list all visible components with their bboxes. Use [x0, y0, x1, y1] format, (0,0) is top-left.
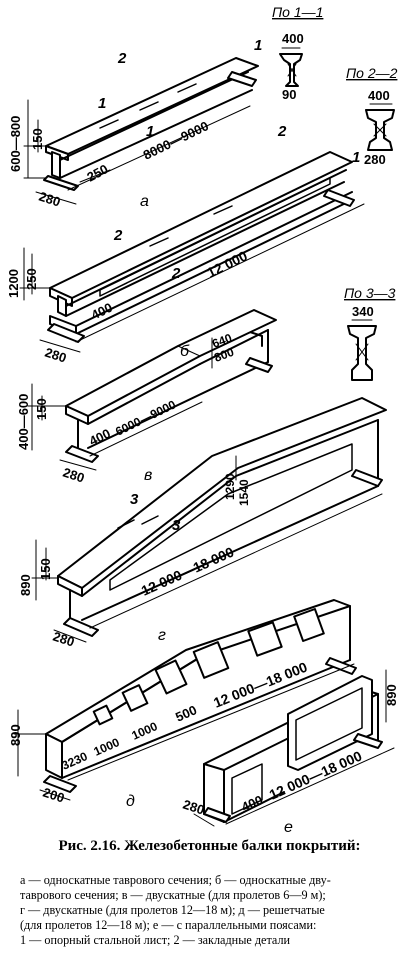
dim-g-mid2: 1540: [237, 479, 251, 506]
label-b: б: [180, 343, 190, 360]
legend-line: г — двускатные (для пролетов 12—18 м); д…: [20, 903, 325, 917]
beam-v-dimensions: [27, 337, 213, 471]
beam-b: [47, 151, 355, 347]
section-1-1-bottom: 90: [282, 87, 296, 102]
dim-v-width: 400: [87, 426, 113, 449]
dim-v-mid2: 800: [212, 345, 236, 365]
dim-g-height: 890: [18, 574, 33, 596]
marker-2: 2: [117, 50, 127, 67]
marker-2: 2: [277, 123, 287, 140]
dim-e-base: 280: [181, 797, 206, 818]
dim-v-height: 400—600: [16, 394, 31, 450]
dim-a-flange: 150: [30, 128, 45, 150]
marker-3: 3: [130, 491, 139, 508]
dim-v-base: 280: [61, 465, 86, 486]
dim-d-height: 890: [8, 724, 23, 746]
label-g: г: [158, 627, 166, 644]
beam-g: [57, 397, 387, 637]
section-1-1: [279, 47, 303, 87]
legend-line: таврового сечения; в — двускатные (для п…: [20, 888, 326, 902]
dim-e-height: 890: [384, 684, 399, 706]
dim-b-height: 1200: [6, 269, 21, 298]
section-3-3-title: По 3—3: [344, 285, 396, 301]
legend-line: а — односкатные таврового сечения; б — о…: [20, 873, 331, 887]
section-3-3: [347, 319, 377, 381]
section-2-2-title: По 2—2: [346, 65, 398, 81]
beam-e-dimensions: [193, 669, 395, 827]
section-2-2-top: 400: [368, 88, 390, 103]
beam-d: [43, 599, 357, 793]
beam-e: [203, 675, 383, 823]
marker-1: 1: [352, 149, 360, 166]
marker-1: 1: [254, 37, 262, 54]
marker-2: 2: [113, 227, 123, 244]
marker-3: 3: [172, 517, 181, 534]
dim-v-flange: 150: [34, 398, 49, 420]
section-2-2-bottom: 280: [364, 152, 386, 167]
dim-d-base: 200: [41, 785, 66, 806]
label-e: е: [284, 819, 293, 836]
section-2-2: [365, 103, 395, 151]
beam-b-dimensions: [19, 203, 365, 353]
dim-a-base: 280: [37, 189, 62, 210]
beam-a-dimensions: [23, 99, 251, 205]
label-d: д: [126, 793, 135, 810]
beam-a: [43, 57, 259, 191]
dim-v-mid1: 640: [210, 331, 234, 351]
dim-g-mid1: 1290: [223, 473, 237, 500]
dim-b-base: 280: [43, 345, 68, 366]
dim-g-flange: 150: [38, 558, 53, 580]
dim-a-height: 600—800: [8, 116, 23, 172]
beam-g-dimensions: [31, 455, 383, 643]
legend-line: (для пролетов 12—18 м); е — с параллельн…: [20, 918, 317, 932]
beam-d-dimensions: [13, 663, 355, 801]
marker-1: 1: [98, 95, 106, 112]
legend-line: 1 — опорный стальной лист; 2 — закладные…: [20, 933, 291, 947]
marker-2: 2: [171, 265, 181, 282]
figure-caption: Рис. 2.16. Железобетонные балки покрытий…: [58, 838, 361, 854]
dim-d-seg4: 500: [173, 702, 199, 725]
dim-g-base: 280: [51, 629, 76, 650]
marker-1: 1: [146, 123, 154, 140]
section-1-1-title: По 1—1: [272, 4, 323, 20]
section-3-3-top: 340: [352, 304, 374, 319]
beam-v: [65, 309, 277, 463]
section-1-1-top: 400: [282, 31, 304, 46]
label-a: а: [140, 193, 149, 210]
dim-b-flange: 250: [24, 268, 39, 290]
label-v: в: [144, 467, 152, 484]
figure-legend: а — односкатные таврового сечения; б — о…: [20, 873, 404, 948]
